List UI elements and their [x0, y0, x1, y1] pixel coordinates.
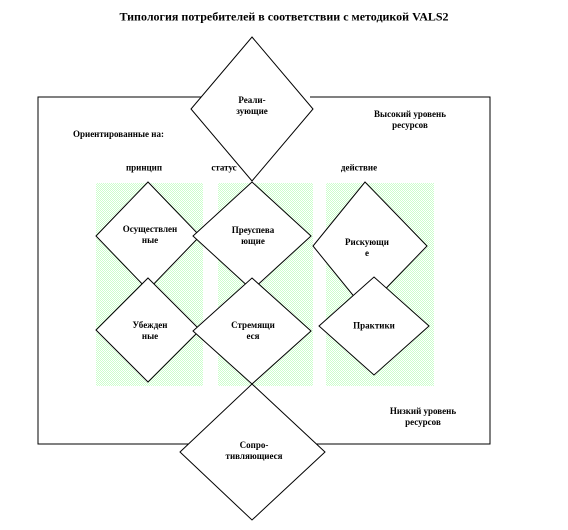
segment-experiencers: Рискующи е: [345, 237, 389, 258]
segment-achievers: Преуспева ющие: [231, 225, 275, 246]
low-resources-label: Низкий уровень ресурсов: [389, 406, 457, 427]
diagram-title: Типология потребителей в соответствии с …: [119, 9, 449, 24]
orientation-status: статус: [211, 162, 237, 173]
orientation-principle: принцип: [125, 162, 163, 173]
diamond-actualizers: [190, 36, 314, 182]
segment-actualizers: Реали- зующие: [236, 95, 268, 116]
segment-strugglers: Сопро- тивляющиеся: [225, 440, 283, 461]
diamond-strugglers: [179, 383, 326, 521]
diamond-makers: [318, 276, 430, 376]
high-resources-label: Высокий уровень ресурсов: [374, 109, 446, 130]
segment-makers: Практики: [353, 320, 395, 331]
segment-believers: Убежден ные: [132, 320, 168, 341]
segment-strivers: Стремящи еся: [231, 320, 275, 341]
orientation-action: действие: [340, 162, 378, 173]
orientation-heading: Ориентированные на:: [73, 129, 164, 139]
segment-fulfilleds: Осуществлен ные: [122, 224, 178, 245]
diamond-believers: [95, 277, 201, 383]
